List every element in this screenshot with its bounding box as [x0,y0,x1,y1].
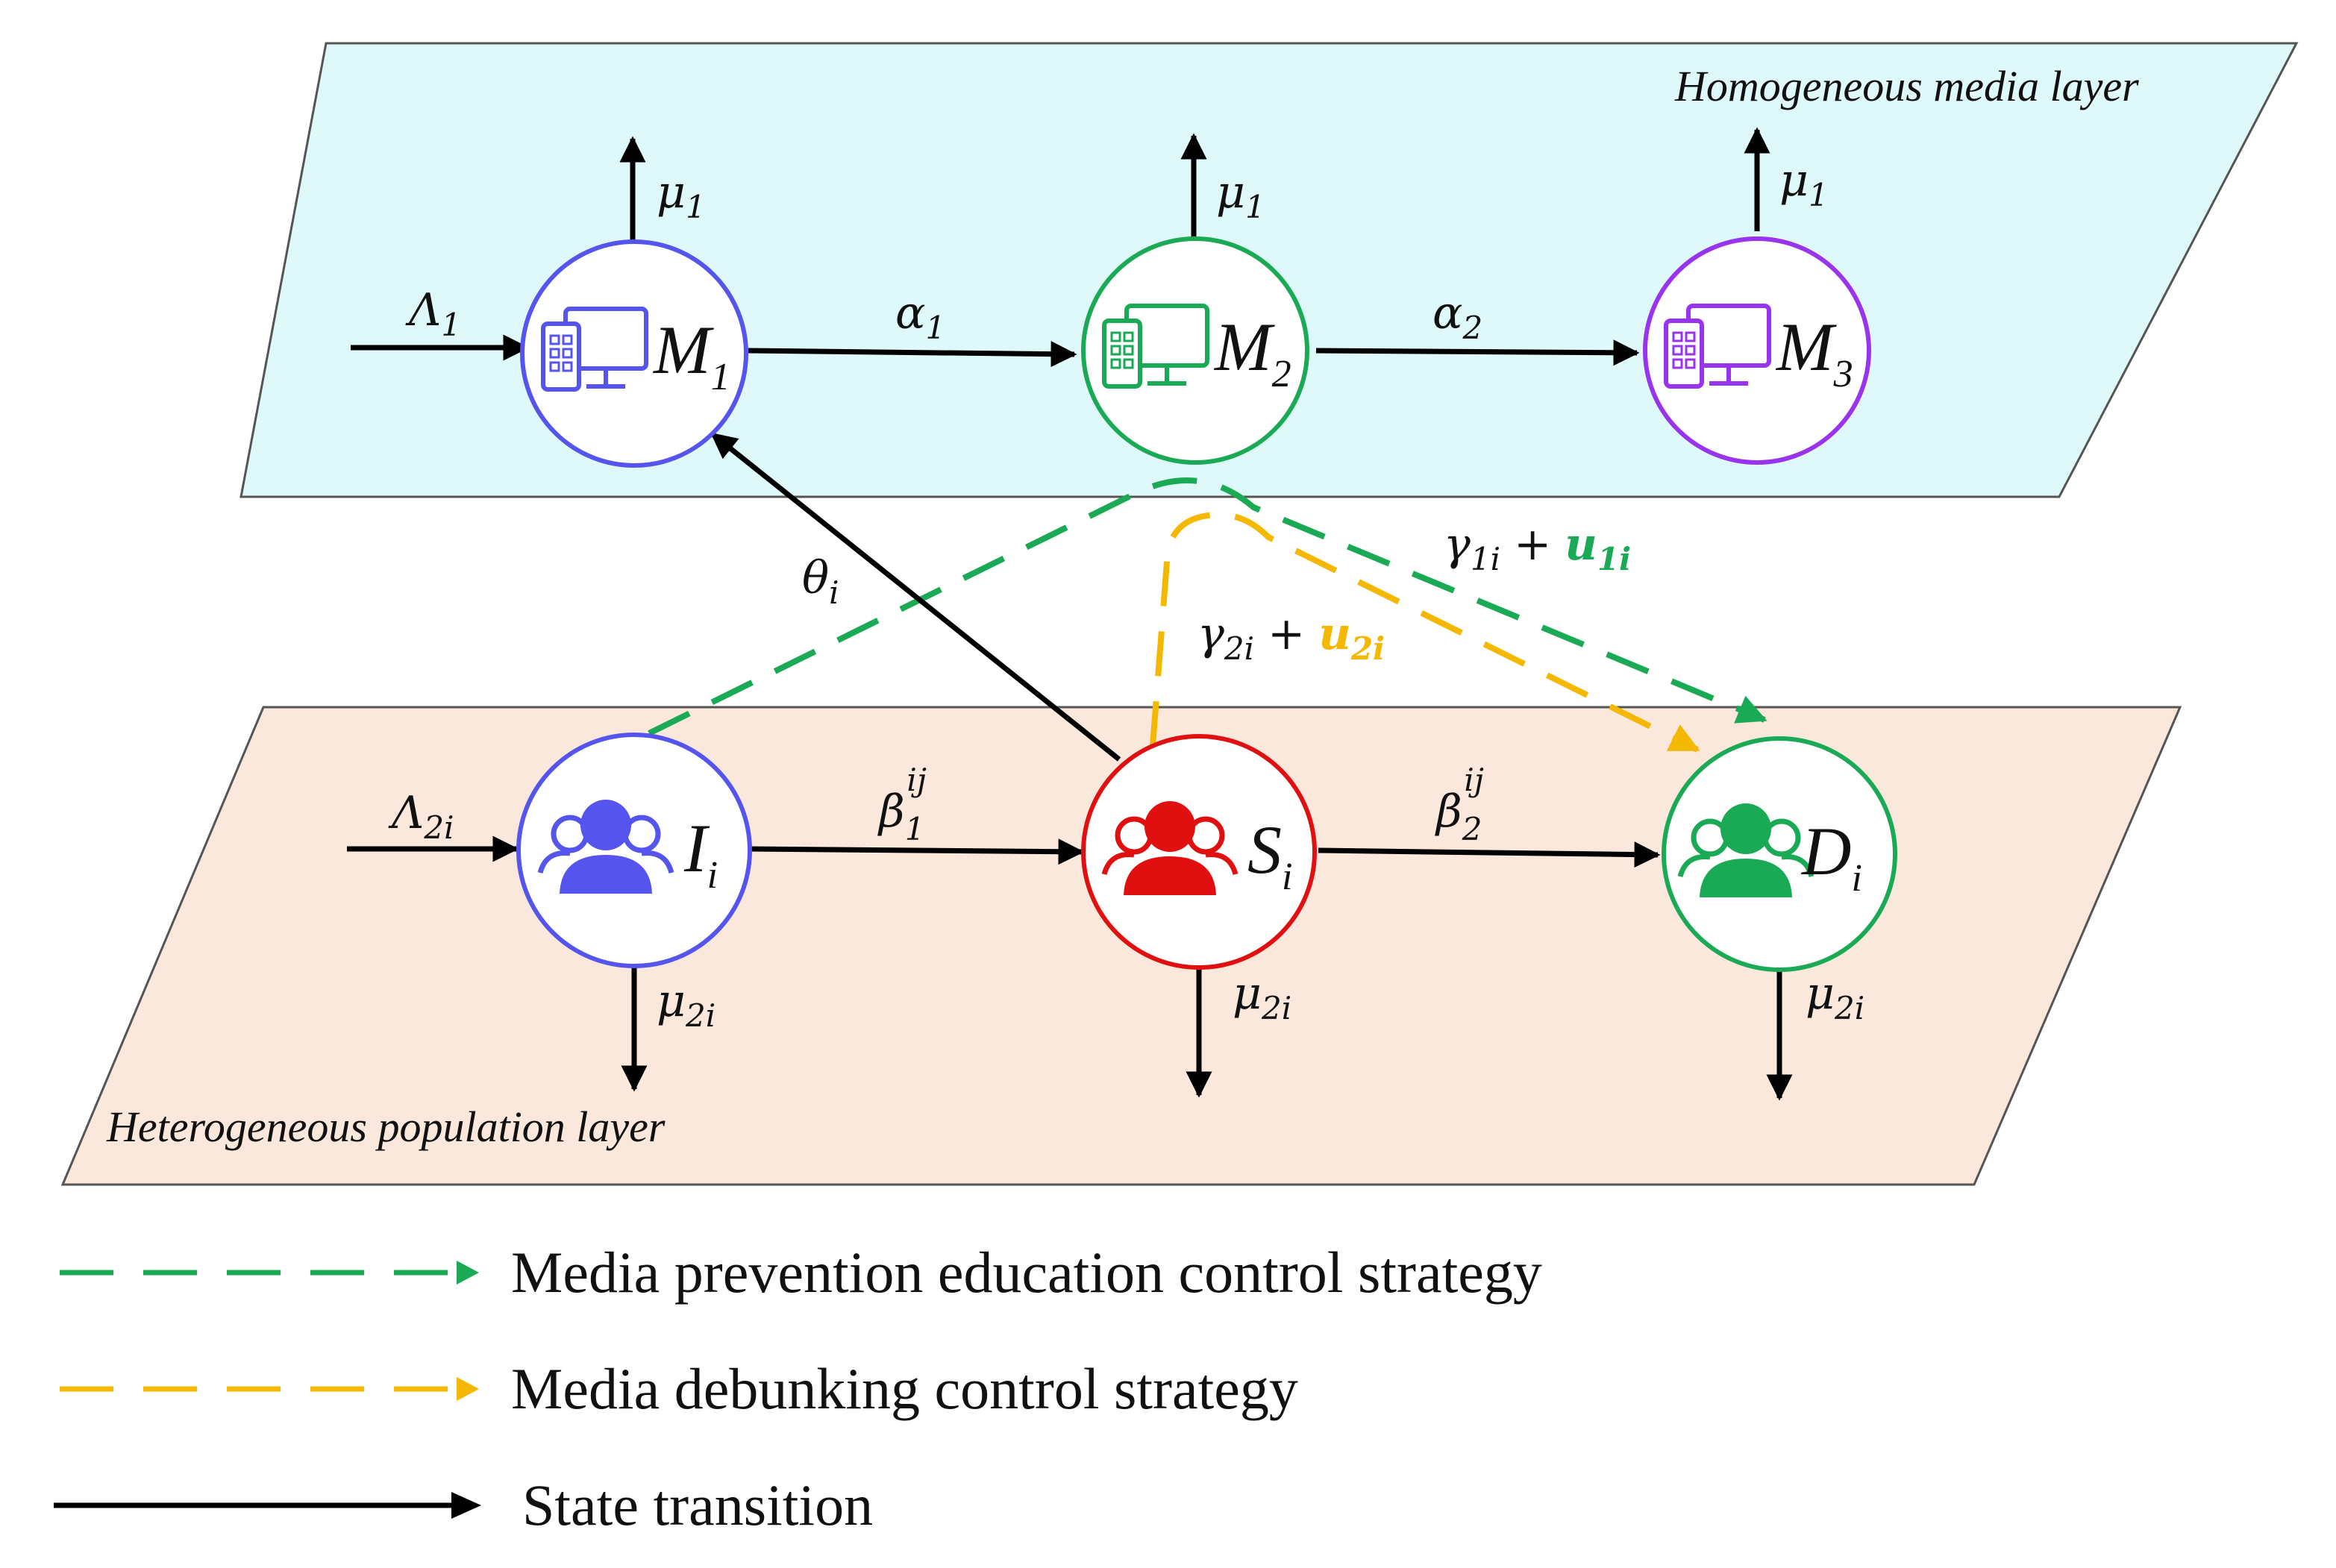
label-gamma2: γ2i+u2i [1197,608,1385,667]
legend: Media prevention education control strat… [54,1240,1542,1537]
legend-label-yellow: Media debunking control strategy [511,1356,1298,1421]
svg-text:Di: Di [1800,813,1862,900]
label-mu1-m3: μ1 [1779,154,1829,213]
svg-text:Ii: Ii [683,810,718,897]
beta1-arrow [749,838,1085,865]
label-mu2i-d: μ2i [1806,968,1864,1026]
legend-label-black: State transition [522,1473,873,1537]
svg-text:M1: M1 [652,312,730,398]
label-mu1-m1: μ1 [657,166,706,225]
media-layer-label: Homogeneous media layer [1674,62,2139,110]
label-gamma1: γ1i+u1i [1444,518,1631,577]
legend-label-green: Media prevention education control strat… [511,1240,1542,1305]
node-m1: M1 [520,239,748,468]
yellow-control-curve [1150,511,1700,753]
svg-text:M2: M2 [1213,309,1291,395]
label-mu2i-s: μ2i [1233,968,1291,1026]
legend-item-black: State transition [54,1473,873,1537]
label-beta1: β1ij [877,762,927,847]
label-beta2: β2ij [1435,762,1484,847]
alpha1-arrow [748,341,1077,368]
green-control-curve [648,477,1767,736]
device-icon [541,307,648,392]
people-icon [537,800,674,894]
people-icon [1101,801,1239,895]
label-mu2i-i: μ2i [657,975,715,1034]
device-icon [1664,304,1771,389]
label-lambda1: Λ1 [405,284,461,343]
node-i: Ii [516,733,752,968]
legend-item-yellow: Media debunking control strategy [60,1356,1298,1421]
theta-arrow [710,432,1121,762]
people-icon [1677,803,1814,897]
label-alpha2: α2 [1432,287,1482,346]
label-theta: θi [802,552,839,611]
node-d: Di [1662,736,1897,972]
legend-item-green: Media prevention education control strat… [60,1240,1542,1305]
label-mu1-m2: μ1 [1216,166,1265,225]
beta2-arrow [1318,841,1661,868]
svg-text:M3: M3 [1775,309,1853,395]
alpha2-arrow [1315,339,1640,366]
population-layer-label: Heterogeneous population layer [106,1103,666,1151]
label-lambda2i: Λ2i [388,787,454,846]
svg-text:Si: Si [1247,812,1292,898]
device-icon [1102,304,1209,389]
node-s: Si [1081,734,1317,970]
node-m2: M2 [1081,236,1309,465]
label-alpha1: α1 [895,287,945,346]
node-m3: M3 [1643,236,1871,465]
